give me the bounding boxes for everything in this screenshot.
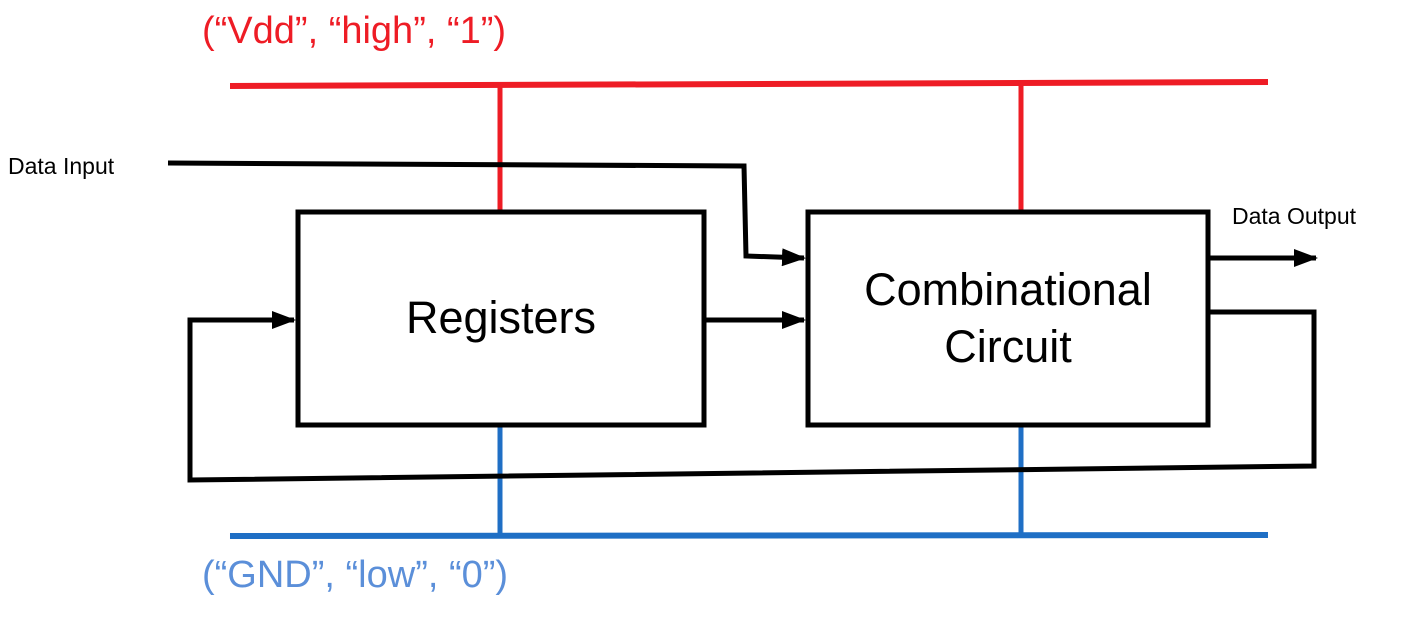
combinational-label-line1: Combinational	[864, 264, 1152, 316]
combinational-circuit-block	[805, 209, 1211, 428]
registers-label: Registers	[405, 292, 597, 344]
data-input-wire	[167, 160, 806, 267]
registers-block	[295, 209, 707, 428]
combinational-block-label: Combinational Circuit	[808, 212, 1208, 425]
vdd-rail	[229, 79, 1269, 89]
vdd-label: (“Vdd”, “high”, “1”)	[202, 10, 507, 52]
data-input-label: Data Input	[8, 153, 115, 179]
combinational-label-line2: Circuit	[944, 320, 1072, 372]
data-output-label: Data Output	[1232, 203, 1357, 229]
gnd-label: (“GND”, “low”, “0”)	[202, 554, 509, 596]
gnd-rail	[229, 532, 1269, 539]
registers-block-label: Registers	[298, 212, 704, 425]
feedback-loop-wire	[187, 309, 1317, 483]
